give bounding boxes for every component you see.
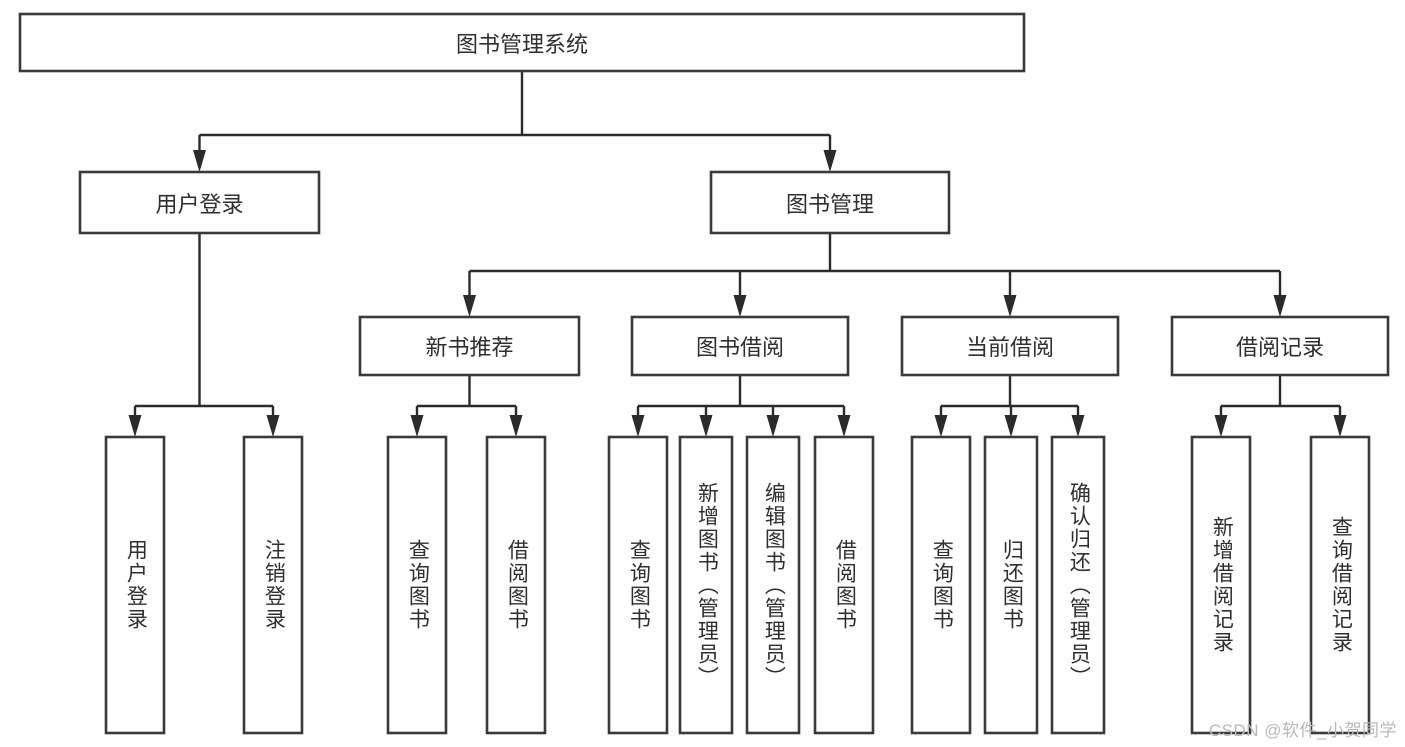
node-box-leaf-edit-book[interactable] [745, 435, 801, 735]
arrow-head-icon [733, 295, 747, 317]
node-box-leaf-logout[interactable] [242, 435, 304, 735]
node-box-leaf-confirm-return[interactable] [1050, 435, 1106, 735]
arrow-head-icon [934, 415, 948, 437]
node-box-leaf-borrow-book-2[interactable] [813, 435, 875, 735]
arrow-head-icon [1214, 415, 1228, 437]
node-box-leaf-add-record[interactable] [1190, 435, 1252, 735]
arrow-head-icon [1003, 295, 1017, 317]
node-box-root[interactable] [18, 12, 1026, 73]
arrow-head-icon [823, 150, 837, 172]
arrow-head-icon [1071, 415, 1085, 437]
arrow-head-icon [463, 295, 476, 317]
node-layer [18, 12, 1390, 735]
node-box-leaf-add-book[interactable] [678, 435, 734, 735]
node-box-current-borrow[interactable] [900, 315, 1120, 377]
node-box-user-login[interactable] [78, 170, 321, 235]
arrow-head-icon [699, 415, 713, 437]
node-box-leaf-user-login[interactable] [104, 435, 166, 735]
arrow-head-icon [1273, 295, 1287, 317]
edge-layer [128, 71, 1347, 437]
arrow-head-icon [193, 150, 206, 172]
arrow-head-icon [631, 415, 645, 437]
node-box-leaf-query-book-1[interactable] [386, 435, 448, 735]
node-box-leaf-borrow-book-1[interactable] [485, 435, 547, 735]
arrow-head-icon [837, 415, 851, 437]
arrow-head-icon [410, 415, 424, 437]
csdn-watermark: CSDN @软件_小贺同学 [1208, 721, 1397, 740]
arrow-head-icon [128, 415, 142, 437]
arrow-head-icon [1004, 415, 1018, 437]
arrow-head-icon [266, 415, 280, 437]
node-box-leaf-query-book-3[interactable] [910, 435, 972, 735]
node-box-leaf-query-book-2[interactable] [607, 435, 669, 735]
arrow-head-icon [766, 415, 780, 437]
node-box-borrow-record[interactable] [1170, 315, 1390, 377]
node-box-leaf-query-record[interactable] [1309, 435, 1371, 735]
node-box-leaf-return-book[interactable] [983, 435, 1039, 735]
arrow-head-icon [509, 415, 523, 437]
node-box-new-book-rec[interactable] [358, 315, 581, 377]
node-box-book-manage[interactable] [709, 170, 951, 235]
arrow-head-icon [1333, 415, 1347, 437]
node-box-book-borrow[interactable] [630, 315, 850, 377]
